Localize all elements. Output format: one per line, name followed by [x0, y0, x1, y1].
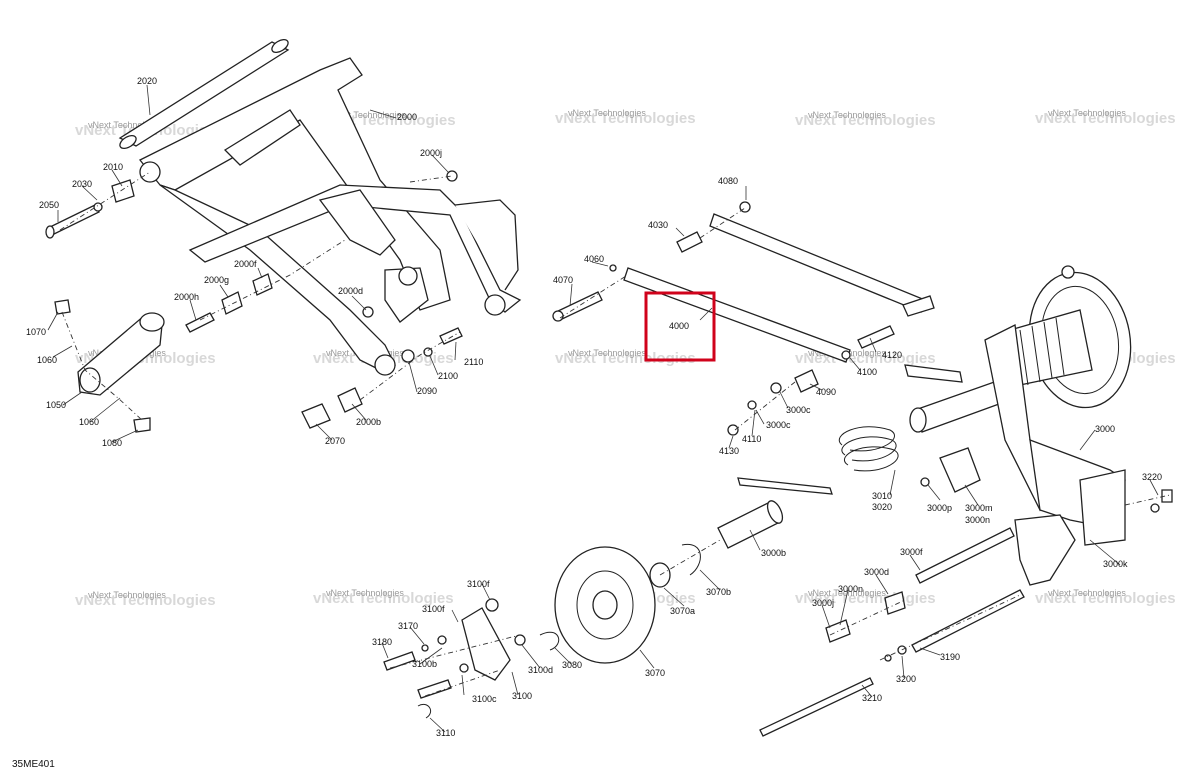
callout-4090[interactable]: 4090: [816, 387, 836, 397]
callout-3100c[interactable]: 3100c: [472, 694, 497, 704]
callout-3000f[interactable]: 3000f: [900, 547, 923, 557]
watermark: vNext Technologies vNext Technologies: [1035, 108, 1176, 127]
svg-text:vNext Technologies: vNext Technologies: [1048, 588, 1126, 598]
callout-2000b[interactable]: 2000b: [356, 417, 381, 427]
svg-text:vNext Technologies: vNext Technologies: [328, 110, 406, 120]
callout-3070a[interactable]: 3070a: [670, 606, 695, 616]
svg-text:vNext Technologies: vNext Technologies: [313, 590, 454, 607]
svg-text:vNext Technologies: vNext Technologies: [808, 110, 886, 120]
svg-text:vNext Technologies: vNext Technologies: [88, 120, 166, 130]
callout-2100[interactable]: 2100: [438, 371, 458, 381]
callout-3010[interactable]: 3010: [872, 491, 892, 501]
svg-text:vNext Technologies: vNext Technologies: [326, 588, 404, 598]
callout-2090[interactable]: 2090: [417, 386, 437, 396]
svg-text:vNext Technologies: vNext Technologies: [88, 590, 166, 600]
callout-3070b[interactable]: 3070b: [706, 587, 731, 597]
callout-labels: 2020 2000 2000j 2010 2030 2050 2000f 200…: [26, 76, 1162, 738]
callout-1070[interactable]: 1070: [26, 327, 46, 337]
callout-3100f[interactable]: 3100f: [422, 604, 445, 614]
callout-2000[interactable]: 2000: [397, 112, 417, 122]
callout-4110[interactable]: 4110: [742, 434, 761, 444]
callout-3000p[interactable]: 3000p: [927, 503, 952, 513]
callout-3000j[interactable]: 3000j: [812, 598, 834, 608]
front-arm-assembly-drawing: [45, 38, 522, 429]
callout-2000g[interactable]: 2000g: [204, 275, 229, 285]
callout-4070[interactable]: 4070: [553, 275, 573, 285]
svg-text:vNext Technologies: vNext Technologies: [555, 110, 696, 127]
callout-2000h[interactable]: 2000h: [174, 292, 199, 302]
callout-3100f[interactable]: 3100f: [467, 579, 490, 589]
callout-3020[interactable]: 3020: [872, 502, 892, 512]
callout-1060[interactable]: 1060: [37, 355, 57, 365]
callout-3000b[interactable]: 3000b: [761, 548, 786, 558]
callout-2020[interactable]: 2020: [137, 76, 157, 86]
callout-2050[interactable]: 2050: [39, 200, 59, 210]
leader-lines: [47, 84, 1159, 733]
callout-4000[interactable]: 4000: [669, 321, 689, 331]
watermark: vNext Technologies vNext Technologies: [1035, 588, 1176, 607]
watermark: vNext Technologies vNext Technologies: [313, 588, 454, 607]
svg-text:vNext Technologies: vNext Technologies: [795, 112, 936, 129]
watermark: vNext Technologies vNext Technologies: [555, 348, 696, 367]
callout-1050[interactable]: 1050: [46, 400, 66, 410]
callout-3210[interactable]: 3210: [862, 693, 882, 703]
callout-3000c[interactable]: 3000c: [766, 420, 791, 430]
callout-3180[interactable]: 3180: [372, 637, 392, 647]
callout-4120[interactable]: 4120: [882, 350, 902, 360]
svg-text:vNext Technologies: vNext Technologies: [1048, 108, 1126, 118]
svg-text:vNext Technologies: vNext Technologies: [555, 350, 696, 367]
callout-4100[interactable]: 4100: [857, 367, 877, 377]
highlight-box-4000[interactable]: [644, 291, 716, 362]
callout-3070[interactable]: 3070: [645, 668, 665, 678]
callout-3190[interactable]: 3190: [940, 652, 960, 662]
callout-2070[interactable]: 2070: [325, 436, 345, 446]
callout-4030[interactable]: 4030: [648, 220, 668, 230]
callout-4130[interactable]: 4130: [719, 446, 739, 456]
callout-3000d[interactable]: 3000d: [864, 567, 889, 577]
callout-1060[interactable]: 1060: [79, 417, 99, 427]
callout-3110[interactable]: 3110: [436, 728, 455, 738]
callout-3220[interactable]: 3220: [1142, 472, 1162, 482]
callout-2000d[interactable]: 2000d: [338, 286, 363, 296]
callout-3080[interactable]: 3080: [562, 660, 582, 670]
callout-3100[interactable]: 3100: [512, 691, 532, 701]
callout-3100b[interactable]: 3100b: [412, 659, 437, 669]
callout-3000n[interactable]: 3000n: [838, 584, 863, 594]
callout-2030[interactable]: 2030: [72, 179, 92, 189]
callout-3170[interactable]: 3170: [398, 621, 418, 631]
callout-1080[interactable]: 1080: [102, 438, 122, 448]
callout-2110[interactable]: 2110: [464, 357, 483, 367]
svg-text:vNext Technologies: vNext Technologies: [568, 108, 646, 118]
watermark: vNext Technologies vNext Technologies: [75, 590, 216, 609]
callout-3000c[interactable]: 3000c: [786, 405, 811, 415]
callout-3000m[interactable]: 3000m: [965, 503, 993, 513]
rear-arm-assembly-drawing: [383, 265, 1173, 737]
svg-text:vNext Technologies: vNext Technologies: [1035, 590, 1176, 607]
callout-3100d[interactable]: 3100d: [528, 665, 553, 675]
callout-3200[interactable]: 3200: [896, 674, 916, 684]
stabilizer-bar-drawing: [552, 201, 935, 436]
diagram-reference-code: 35ME401: [12, 759, 55, 770]
svg-text:vNext Technologies: vNext Technologies: [75, 592, 216, 609]
callout-4080[interactable]: 4080: [718, 176, 738, 186]
callout-2000f[interactable]: 2000f: [234, 259, 257, 269]
callout-2000j[interactable]: 2000j: [420, 148, 442, 158]
callout-2010[interactable]: 2010: [103, 162, 123, 172]
watermark: vNext Technologies vNext Technologies: [795, 110, 936, 129]
callout-3000k[interactable]: 3000k: [1103, 559, 1128, 569]
callout-3000n[interactable]: 3000n: [965, 515, 990, 525]
link-assembly-drawing: [54, 299, 165, 433]
svg-text:vNext Technologies: vNext Technologies: [1035, 110, 1176, 127]
watermark: vNext Technologies vNext Technologies: [555, 108, 696, 127]
svg-text:vNext Technologies: vNext Technologies: [568, 348, 646, 358]
callout-4060[interactable]: 4060: [584, 254, 604, 264]
callout-3000[interactable]: 3000: [1095, 424, 1115, 434]
